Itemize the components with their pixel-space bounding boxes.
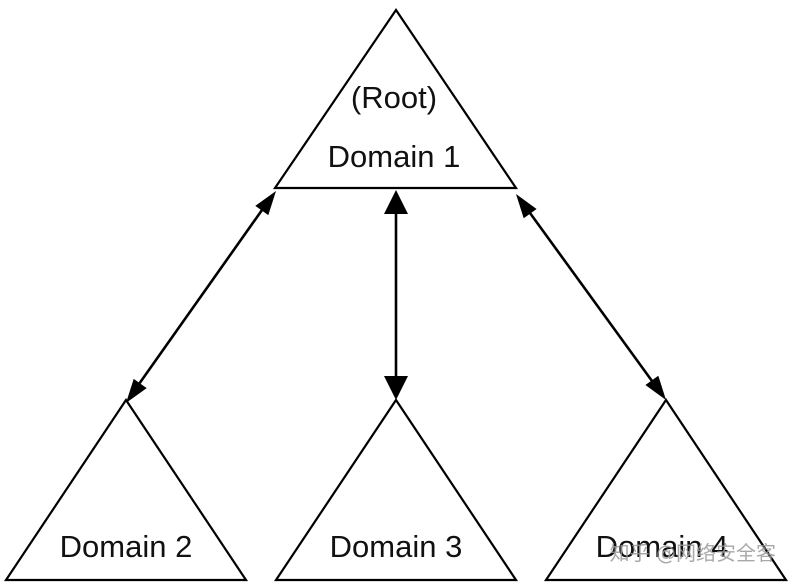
arrowhead-down-icon — [645, 375, 666, 400]
edge-domain1-domain3 — [384, 190, 408, 400]
node-label-domain-3: Domain 3 — [330, 529, 463, 564]
node-label-domain-4: Domain 4 — [596, 529, 729, 564]
node-domain-1: (Root) Domain 1 — [272, 8, 519, 190]
node-domain-4: Domain 4 — [543, 398, 789, 582]
arrowhead-down-icon — [126, 378, 147, 403]
triangle-shape — [3, 398, 249, 582]
node-label-domain-1: Domain 1 — [328, 139, 461, 174]
triangle-shape — [272, 8, 519, 190]
arrowhead-up-icon — [255, 191, 276, 216]
watermark-text: 知乎 @网络安全客 — [610, 541, 776, 565]
edge-domain1-domain2 — [126, 191, 276, 403]
edge-domain1-domain4 — [516, 194, 666, 400]
node-label-domain-2: Domain 2 — [60, 529, 193, 564]
node-domain-3: Domain 3 — [273, 398, 519, 582]
node-domain-2: Domain 2 — [3, 398, 249, 582]
arrowhead-up-icon — [516, 194, 537, 219]
triangle-shape — [273, 398, 519, 582]
root-label: (Root) — [351, 80, 437, 115]
arrowhead-down-icon — [384, 376, 408, 400]
arrowhead-up-icon — [384, 190, 408, 214]
triangle-shape — [543, 398, 789, 582]
